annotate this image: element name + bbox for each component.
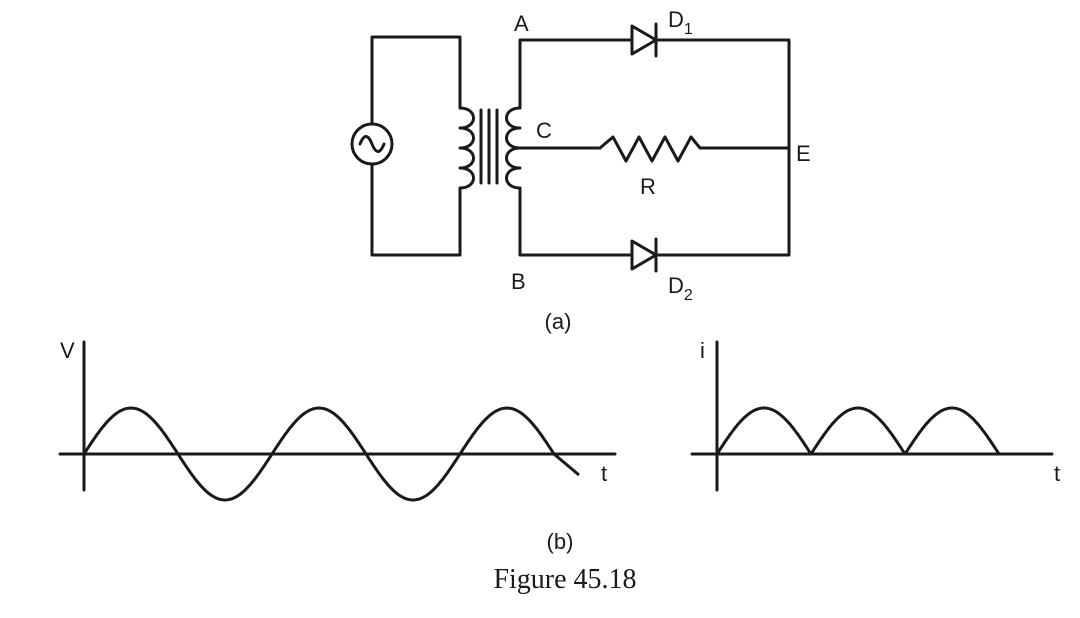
circuit-diagram: A C E R B D1 D2 (a) (350, 7, 811, 334)
node-a-label: A (514, 11, 529, 36)
current-graph: i t (690, 338, 1060, 492)
primary-loop-wire (370, 35, 462, 257)
node-c-label: C (536, 118, 552, 143)
diode-d2-label: D2 (668, 273, 693, 304)
voltage-graph: V t (58, 338, 617, 502)
current-rectified-wave (715, 406, 1001, 456)
diode-d2-icon (630, 237, 658, 273)
transformer-core (479, 108, 499, 185)
voltage-x-label: t (601, 461, 607, 486)
resistor-icon (598, 135, 791, 163)
secondary-coil (505, 106, 522, 190)
node-b-label: B (511, 269, 526, 294)
voltage-y-label: V (60, 338, 75, 363)
part-a-label: (a) (545, 309, 572, 334)
voltage-sine-wave (82, 406, 580, 502)
diode-d1-icon (630, 22, 658, 58)
figure-caption: Figure 45.18 (493, 564, 636, 595)
part-b-label: (b) (547, 529, 574, 554)
ac-source-icon (350, 122, 394, 166)
node-e-label: E (796, 141, 811, 166)
current-x-label: t (1054, 461, 1060, 486)
diode-d1-label: D1 (668, 7, 693, 38)
resistor-label: R (640, 174, 656, 199)
current-y-label: i (700, 338, 705, 363)
primary-coil (458, 106, 475, 190)
